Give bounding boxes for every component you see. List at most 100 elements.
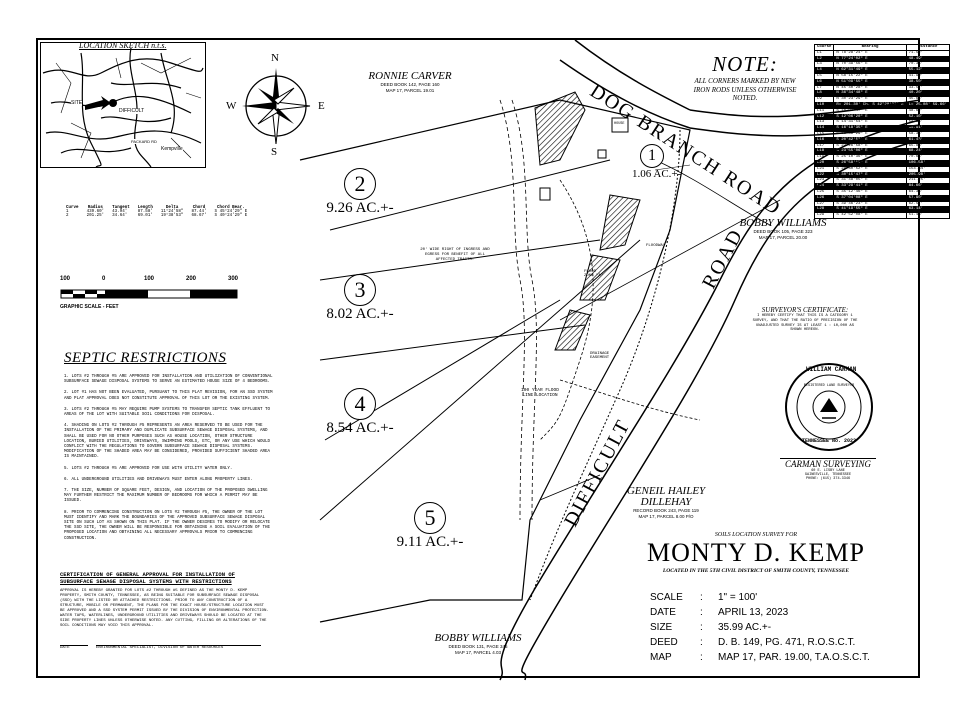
title-info-row: SCALE: 1" = 100' — [650, 590, 886, 605]
neighbor-name: GENEIL HAILEY DILLEHAY — [626, 485, 706, 508]
certification-title: CERTIFICATION OF GENERAL APPROVAL FOR IN… — [60, 571, 235, 585]
neighbor-name: BOBBY WILLIAMS — [434, 632, 522, 644]
sketch-label-kempville: Kempville — [161, 146, 183, 152]
septic-item: 3. LOTS #2 THROUGH #5 MAY REQUIRE PUMP S… — [64, 407, 271, 418]
curve-header: Radius — [87, 206, 103, 210]
neighbor-map: MAP 17, PARCEL 19.01 — [385, 87, 435, 93]
curve-cell: 69.01' — [137, 214, 153, 218]
title-info-row: DEED:D. B. 149, PG. 471, R.O.S.C.T. — [650, 635, 886, 650]
compass-e: E — [318, 100, 325, 112]
info-colon: : — [700, 652, 703, 663]
location-sketch: LOCATION SKETCH n.t.s. SITE DIFFICULT Ke… — [40, 41, 206, 168]
curve-cell: S 45°24'29" E — [214, 210, 248, 214]
flood-zone-label: FLOOD ZONE "A" — [584, 270, 604, 278]
scale-tick-1: 0 — [102, 276, 106, 282]
course-cell: L1 — [813, 49, 835, 57]
company-address: 60 E. LISBY LANE — [811, 469, 845, 473]
septic-restrictions: SEPTIC RESTRICTIONS 1. LOTS #2 THROUGH #… — [64, 350, 274, 548]
septic-item: 6. ALL UNDERGROUND UTILITIES AND DRIVEWA… — [64, 477, 253, 482]
graphic-scale: 100 0 100 200 300 GRAPHIC SCALE - FEET — [60, 276, 240, 310]
septic-title: SEPTIC RESTRICTIONS — [64, 350, 227, 366]
note-box: NOTE: ALL CORNERS MARKED BY NEW IRON ROD… — [690, 52, 800, 103]
septic-item: 2. LOT #1 HAS NOT BEEN EVALUATED, PURSUA… — [64, 391, 273, 401]
septic-item: 5. LOTS #2 THROUGH #5 ARE APPROVED FOR U… — [64, 466, 233, 471]
scale-bar-graphic — [60, 289, 238, 299]
septic-item: 8. PRIOR TO COMMENCING CONSTRUCTION ON L… — [64, 510, 271, 541]
sig-date: DATE — [60, 645, 88, 650]
seal-mid-text: REGISTERED LAND SURVEYOR — [803, 384, 855, 388]
tract-2-acres: 9.26 AC.+- — [326, 200, 394, 216]
curve-cell: 1 — [66, 210, 69, 214]
tract-2: 2 9.26 AC.+- — [310, 168, 410, 217]
note-text: ALL CORNERS MARKED BY NEW IRON RODS UNLE… — [693, 77, 797, 102]
title-info-row: DATE:APRIL 13, 2023 — [650, 605, 886, 620]
neighbor-deed: DEED BOOK 105, PAGE 323 — [753, 229, 813, 234]
tract-1: 1 1.06 AC.+- — [632, 144, 681, 180]
title-info-row: MAP:MAP 17, PAR. 19.00, T.A.O.S.C.T. — [650, 650, 886, 665]
curve-header: Delta — [165, 206, 179, 210]
course-cell: 71.52' — [905, 49, 951, 57]
scale-tick-0: 100 — [60, 276, 71, 282]
col-course: Course — [813, 44, 835, 51]
tract-3-acres: 8.02 AC.+- — [326, 306, 394, 322]
course-cell: S 42°52'08" E — [833, 212, 907, 219]
info-key: SCALE — [650, 592, 683, 603]
septic-item: 1. LOTS #2 THROUGH #5 ARE APPROVED FOR I… — [64, 375, 273, 385]
info-value: APRIL 13, 2023 — [718, 607, 789, 618]
septic-item: 7. THE SIZE, NUMBER OF SQUARE FEET, DESI… — [64, 489, 268, 504]
curve-header: Length — [137, 206, 153, 210]
neighbor-bobby-williams-east: BOBBY WILLIAMS DEED BOOK 105, PAGE 323 M… — [738, 218, 828, 240]
neighbor-map: MAP 17, PARCEL 20.00 — [758, 234, 808, 240]
curve-header: Curve — [66, 206, 79, 210]
title-owner: MONTY D. KEMP — [647, 538, 865, 567]
surveyor-title: SURVEYOR'S CERTIFICATE: — [761, 306, 849, 314]
sketch-label-site: SITE — [71, 100, 83, 106]
neighbor-name: BOBBY WILLIAMS — [739, 217, 827, 229]
surveyor-text: I HEREBY CERTIFY THAT THIS IS A CATEGORY… — [752, 314, 858, 333]
curve-cell: 87.58' — [137, 210, 153, 214]
info-colon: : — [700, 637, 703, 648]
info-value: D. B. 149, PG. 471, R.O.S.C.T. — [718, 637, 856, 648]
company-city: GAINESVILLE, TENNESSEE — [804, 473, 852, 477]
info-key: MAP — [650, 652, 672, 663]
floodway-label: FLOODWAY — [646, 244, 666, 248]
septic-item: 4. SHADING ON LOTS #2 THROUGH #5 REPRESE… — [64, 424, 271, 460]
certification: CERTIFICATION OF GENERAL APPROVAL FOR IN… — [60, 571, 270, 650]
scale-caption: GRAPHIC SCALE - FEET — [60, 304, 119, 310]
drainage-label: DRAINAGE EASEMENT — [590, 352, 610, 360]
tract-4-number: 4 — [344, 388, 376, 420]
curve-cell: S 40°24'29" E — [214, 214, 248, 218]
note-title: NOTE: — [712, 52, 778, 76]
course-cell: 48.49' — [905, 55, 951, 63]
curve-header: Chord — [192, 206, 206, 210]
info-colon: : — [700, 592, 703, 603]
curve-cell: 87.44' — [191, 210, 207, 214]
neighbor-deed: DEED BOOK 131, PAGE 346 — [448, 644, 508, 649]
course-cell: L= 25.08' 59.66' — [905, 101, 951, 109]
title-location: LOCATED IN THE 5TH CIVIL DISTRICT OF SMI… — [662, 568, 850, 574]
tract-1-number: 1 — [640, 144, 664, 168]
curve-cell: 68.67' — [191, 214, 207, 218]
tract-4-acres: 8.54 AC.+- — [326, 420, 394, 436]
info-value: 1" = 100' — [718, 592, 758, 603]
company-phone: PHONE: (615) 374-3346 — [805, 477, 851, 481]
tract-3: 3 8.02 AC.+- — [310, 274, 410, 323]
location-map-image — [42, 47, 204, 167]
sketch-label-difficult: DIFFICULT — [119, 108, 145, 114]
course-cell: L2 — [813, 55, 835, 63]
curve-cell: 19°38'53" — [160, 214, 184, 218]
seal-top-text: WILLIAM CARMAN — [806, 366, 857, 373]
curve-table: Curve Radius Tangent Length Delta Chord Chord … — [62, 206, 251, 218]
neighbor-geneil-dillehay: GENEIL HAILEY DILLEHAY RECORD BOOK 243, … — [618, 486, 714, 519]
scale-tick-4: 300 — [228, 276, 239, 282]
info-key: DATE — [650, 607, 676, 618]
company-name: CARMAN SURVEYING — [784, 459, 872, 469]
curve-header: Chord Bear. — [217, 206, 245, 210]
neighbor-map: MAP 17, PARCEL 8.00 P/O — [638, 513, 694, 519]
tract-5: 5 9.11 AC.+- — [380, 502, 480, 551]
curve-header: Tangent — [112, 206, 130, 210]
